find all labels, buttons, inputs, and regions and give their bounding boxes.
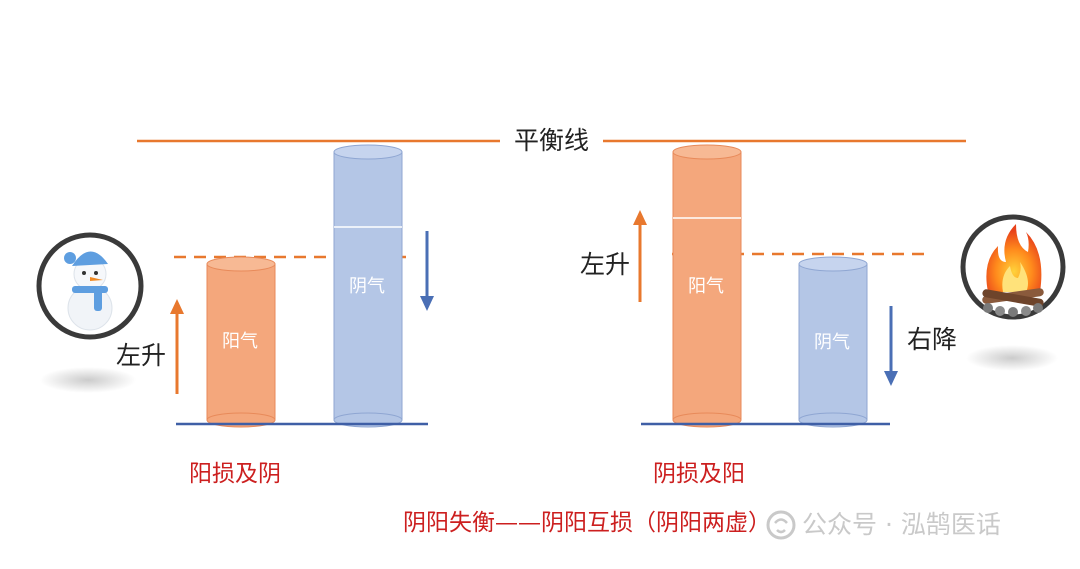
right-up-arrow-label: 左升 [580, 250, 631, 279]
left-yin-label: 阴气 [349, 276, 385, 297]
right-yin-cylinder [798, 256, 868, 428]
left-down-arrow [420, 231, 434, 311]
right-down-arrow-label: 右降 [907, 325, 958, 354]
snowman-icon [36, 232, 144, 340]
right-caption: 阴损及阳 [653, 461, 745, 487]
left-up-arrow-label: 左升 [116, 341, 167, 370]
campfire-shadow [966, 345, 1058, 371]
left-yang-label: 阳气 [222, 331, 258, 352]
left-caption: 阳损及阴 [189, 461, 281, 487]
footer-caption: 阴阳失衡——阴阳互损（阴阳两虚） [403, 510, 771, 536]
watermark-text: 公众号 · 泓鹄医话 [802, 510, 1001, 539]
left-yin-cylinder [333, 144, 403, 428]
right-down-arrow [884, 306, 898, 386]
right-yin-label: 阴气 [814, 332, 850, 353]
balance-line-label: 平衡线 [514, 126, 590, 155]
right-up-arrow [633, 210, 647, 302]
wechat-official-account-icon [766, 510, 796, 540]
right-yang-cylinder [672, 144, 742, 428]
snowman-shadow [40, 367, 136, 393]
left-yang-cylinder [206, 256, 276, 428]
left-up-arrow [170, 299, 184, 394]
right-yang-label: 阳气 [688, 276, 724, 297]
campfire-icon [960, 214, 1066, 320]
